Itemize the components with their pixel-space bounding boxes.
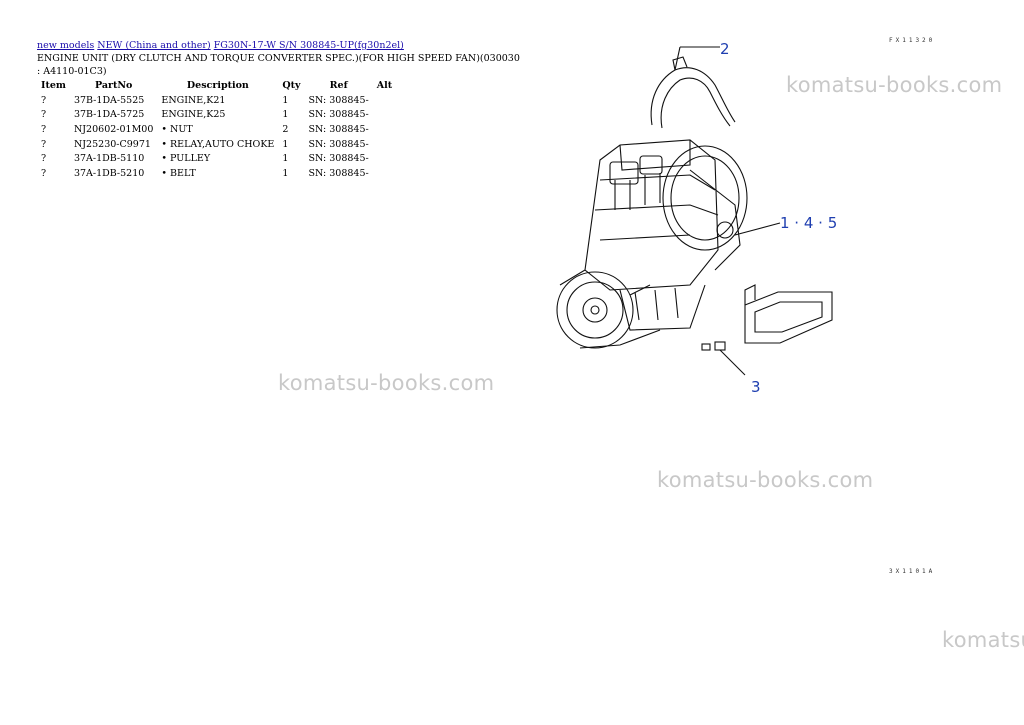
cell-partno: 37B-1DA-5525 [73,94,145,106]
cell-partno: NJ20602-01M00 [73,123,154,135]
cell-qty: 1 [282,167,289,179]
cell-qty: 1 [282,94,289,106]
watermark: komatsu [942,628,1024,652]
cell-qty: 1 [282,109,289,121]
parts-table: Item PartNo Description Qty Ref Alt ? 37… [37,78,396,181]
cell-item: ? [41,167,47,179]
breadcrumb-link-model[interactable]: FG30N-17-W S/N 308845-UP(fg30n2el) [213,40,404,51]
breadcrumb-link-new-models[interactable]: new models [37,40,95,51]
bracket-shape [744,291,833,344]
cell-qty: 1 [282,138,289,150]
watermark: komatsu-books.com [786,73,1003,97]
cell-qty: 2 [282,123,289,135]
header-qty: Qty [282,80,301,91]
page-title-line-2: : A4110-01C3) [37,66,107,77]
cell-alt [373,151,396,166]
table-row: ? 37A-1DB-5210 • BELT 1 SN: 308845- [37,166,396,181]
table-row: ? 37A-1DB-5110 • PULLEY 1 SN: 308845- [37,151,396,166]
oil-pan-shape [619,284,706,331]
engine-block-shape [584,139,719,291]
breadcrumb-link-new-china[interactable]: NEW (China and other) [97,40,211,51]
page-title-line-1: ENGINE UNIT (DRY CLUTCH AND TORQUE CONVE… [37,53,520,64]
cell-ref: SN: 308845- [308,109,369,121]
table-row: ? 37B-1DA-5725 ENGINE,K25 1 SN: 308845- [37,108,396,123]
cell-item: ? [41,94,47,106]
callout-2: 2 [720,40,730,58]
front-pulley-shape [556,271,634,349]
cell-description: ENGINE,K21 [161,94,226,106]
cell-ref: SN: 308845- [308,94,369,106]
cell-partno: NJ25230-C9971 [73,138,151,150]
cell-description: ENGINE,K25 [161,109,226,121]
header-ref: Ref [329,80,348,91]
flywheel-housing-shape [662,145,748,251]
cell-alt [373,166,396,181]
watermark: komatsu-books.com [657,468,874,492]
cell-ref: SN: 308845- [308,123,369,135]
cell-alt [373,122,396,137]
callout-1-4-5: 1 · 4 · 5 [780,214,837,232]
cell-qty: 1 [282,153,289,165]
leader-line-3 [719,349,746,376]
cell-alt [373,137,396,152]
engine-diagram: 2 1 · 4 · 5 3 [556,40,837,396]
cell-partno: 37B-1DA-5725 [73,109,145,121]
header-description: Description [186,80,249,91]
cell-description: • BELT [161,167,196,179]
diagram-code-top: FX11320 [889,37,936,44]
relay-shape [714,341,726,351]
cell-item: ? [41,138,47,150]
cell-item: ? [41,109,47,121]
cell-description: • PULLEY [161,153,211,165]
cell-item: ? [41,153,47,165]
cell-item: ? [41,123,47,135]
cell-alt [373,93,396,108]
hose-shape [650,67,736,126]
cell-ref: SN: 308845- [308,167,369,179]
header-item: Item [41,80,66,91]
cell-ref: SN: 308845- [308,138,369,150]
cell-partno: 37A-1DB-5110 [73,153,145,165]
header-alt: Alt [376,80,393,91]
parts-table-header: Item PartNo Description Qty Ref Alt [37,78,396,93]
leader-line-145 [734,222,781,236]
header-partno: PartNo [94,80,133,91]
diagram-code-bottom: 3X1101A [889,568,936,575]
table-row: ? NJ20602-01M00 • NUT 2 SN: 308845- [37,122,396,137]
watermark: komatsu-books.com [278,371,495,395]
cell-partno: 37A-1DB-5210 [73,167,145,179]
cell-alt [373,108,396,123]
breadcrumb: new models NEW (China and other) FG30N-1… [37,40,404,51]
table-row: ? 37B-1DA-5525 ENGINE,K21 1 SN: 308845- [37,93,396,108]
cell-description: • NUT [161,123,193,135]
callout-3: 3 [751,378,761,396]
table-row: ? NJ25230-C9971 • RELAY,AUTO CHOKE 1 SN:… [37,137,396,152]
cell-description: • RELAY,AUTO CHOKE [161,138,275,150]
cell-ref: SN: 308845- [308,153,369,165]
